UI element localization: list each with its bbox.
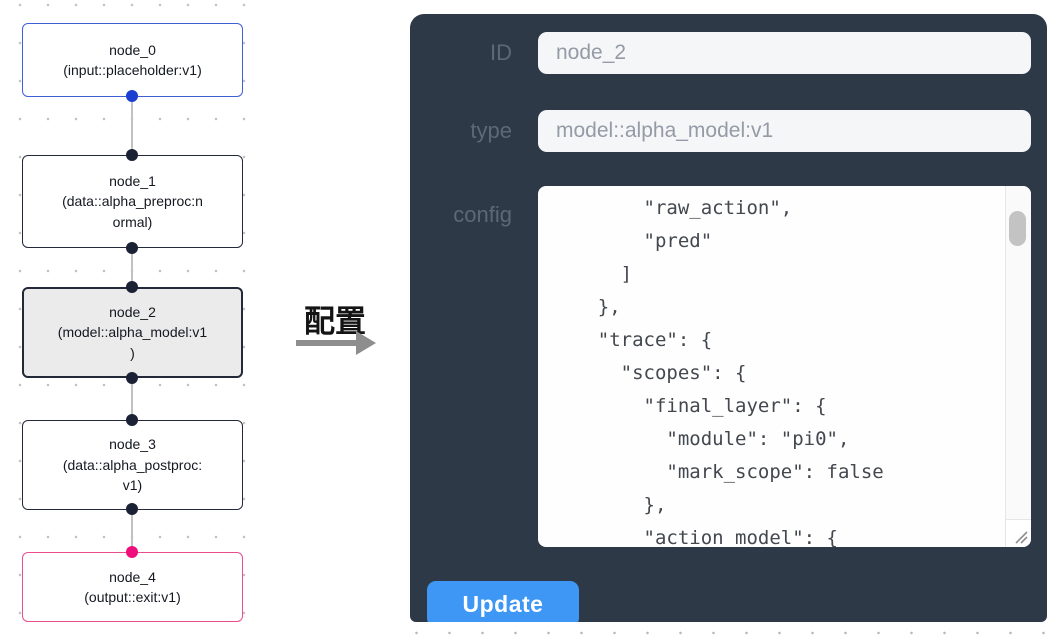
node-4-subtitle: (output::exit:v1) bbox=[84, 589, 181, 605]
type-input[interactable]: model::alpha_model:v1 bbox=[538, 110, 1031, 152]
type-input-value: model::alpha_model:v1 bbox=[556, 119, 774, 142]
node-4-target-handle[interactable] bbox=[126, 546, 138, 558]
node-2-title: node_2 bbox=[109, 303, 156, 320]
node-1-subtitle: (data::alpha_preproc:n ormal) bbox=[62, 193, 203, 230]
node-2-source-handle[interactable] bbox=[126, 372, 138, 384]
textarea-resize-corner[interactable] bbox=[1005, 519, 1031, 547]
node-3-title: node_3 bbox=[109, 436, 156, 453]
edge-node2-node3 bbox=[131, 378, 133, 420]
node-0-title: node_0 bbox=[109, 41, 156, 58]
config-scrollbar-thumb[interactable] bbox=[1009, 211, 1026, 246]
node-2-subtitle: (model::alpha_model:v1 ) bbox=[57, 324, 208, 361]
node-1-title: node_1 bbox=[109, 172, 156, 189]
flow-canvas: node_0 (input::placeholder:v1) node_1 (d… bbox=[0, 0, 266, 643]
node-config-panel: ID node_2 type model::alpha_model:v1 con… bbox=[410, 14, 1047, 622]
edge-node3-node4 bbox=[131, 509, 133, 552]
edge-node0-node1 bbox=[131, 96, 133, 155]
right-arrow-head-icon bbox=[356, 331, 376, 355]
node-4-title: node_4 bbox=[109, 568, 156, 585]
type-label: type bbox=[470, 118, 512, 143]
node-3-target-handle[interactable] bbox=[126, 414, 138, 426]
config-scrollbar-track[interactable] bbox=[1005, 186, 1031, 520]
id-label: ID bbox=[490, 40, 512, 65]
node-0-source-handle[interactable] bbox=[126, 90, 138, 102]
node-2-target-handle[interactable] bbox=[126, 281, 138, 293]
node-3-subtitle: (data::alpha_postproc: v1) bbox=[62, 456, 203, 494]
right-arrow-icon bbox=[296, 340, 356, 346]
node-3-source-handle[interactable] bbox=[126, 503, 138, 515]
node-3[interactable]: node_3 (data::alpha_postproc: v1) bbox=[22, 420, 243, 510]
config-json-text: "raw_action", "pred" ] }, "trace": { "sc… bbox=[597, 197, 884, 547]
node-0[interactable]: node_0 (input::placeholder:v1) bbox=[22, 23, 243, 97]
configure-label: 配置 bbox=[304, 304, 366, 339]
node-1-target-handle[interactable] bbox=[126, 149, 138, 161]
config-textarea[interactable]: "raw_action", "pred" ] }, "trace": { "sc… bbox=[538, 186, 1031, 547]
id-input-value: node_2 bbox=[556, 41, 627, 64]
config-label: config bbox=[453, 202, 512, 227]
node-2-selected[interactable]: node_2 (model::alpha_model:v1 ) bbox=[22, 287, 243, 378]
node-4[interactable]: node_4 (output::exit:v1) bbox=[22, 552, 243, 622]
node-1-source-handle[interactable] bbox=[126, 242, 138, 254]
node-1[interactable]: node_1 (data::alpha_preproc:n ormal) bbox=[22, 155, 243, 248]
edge-node1-node2 bbox=[131, 248, 133, 288]
update-button[interactable]: Update bbox=[427, 581, 579, 622]
node-0-subtitle: (input::placeholder:v1) bbox=[63, 62, 202, 78]
resize-grip-icon bbox=[1015, 531, 1028, 544]
id-input[interactable]: node_2 bbox=[538, 32, 1031, 74]
